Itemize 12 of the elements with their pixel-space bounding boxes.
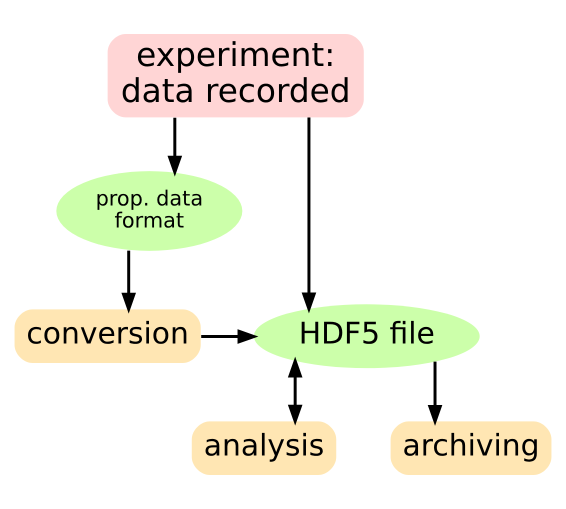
arrow xyxy=(168,118,182,177)
node-box: analysis xyxy=(192,421,336,476)
arrow xyxy=(121,250,136,314)
arrow xyxy=(428,362,442,426)
node-box: archiving xyxy=(390,421,552,476)
node-ellipse: HDF5 file xyxy=(254,304,480,368)
arrow xyxy=(201,329,258,344)
arrow xyxy=(288,356,302,426)
node-ellipse: prop. data format xyxy=(56,171,242,251)
node-box: conversion xyxy=(14,309,201,364)
arrow xyxy=(302,118,316,314)
node-box: experiment: data recorded xyxy=(108,34,364,118)
